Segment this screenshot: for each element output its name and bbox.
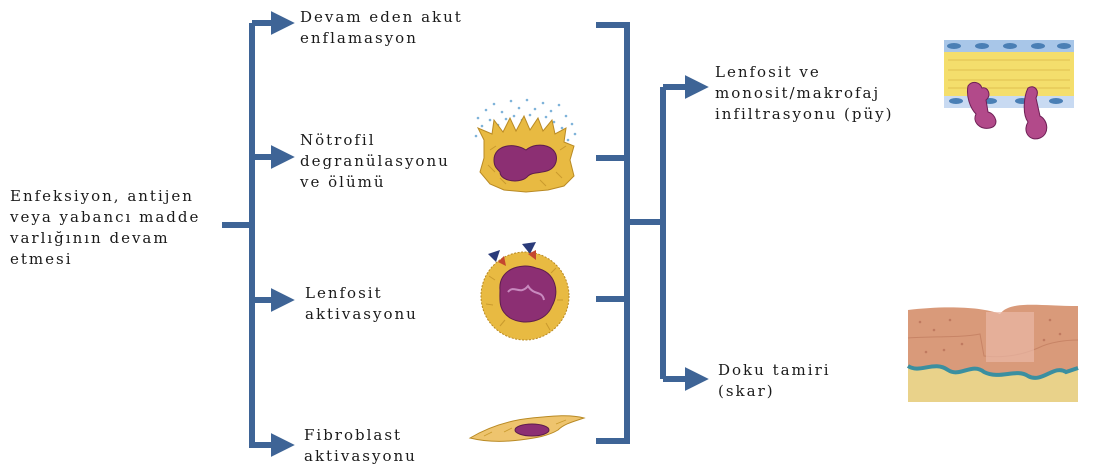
outcome-repair: Doku tamiri (skar) — [718, 360, 831, 402]
source-label: Enfeksiyon, antijen veya yabancı madde v… — [10, 186, 200, 270]
lymphocyte-icon — [481, 242, 569, 340]
scar-tissue-icon — [908, 305, 1078, 402]
vessel-infiltration-icon — [944, 40, 1074, 139]
neutrophil-icon — [475, 99, 577, 192]
branch-lymphocyte: Lenfosit aktivasyonu — [305, 283, 418, 325]
branch-acute-inflammation: Devam eden akut enflamasyon — [300, 7, 463, 49]
branch-fibroblast: Fibroblast aktivasyonu — [304, 425, 417, 467]
outcome-infiltration: Lenfosit ve monosit/makrofaj infiltrasyo… — [715, 62, 893, 125]
branch-neutrophil: Nötrofil degranülasyonu ve ölümü — [300, 130, 450, 193]
fibroblast-icon — [470, 416, 584, 442]
